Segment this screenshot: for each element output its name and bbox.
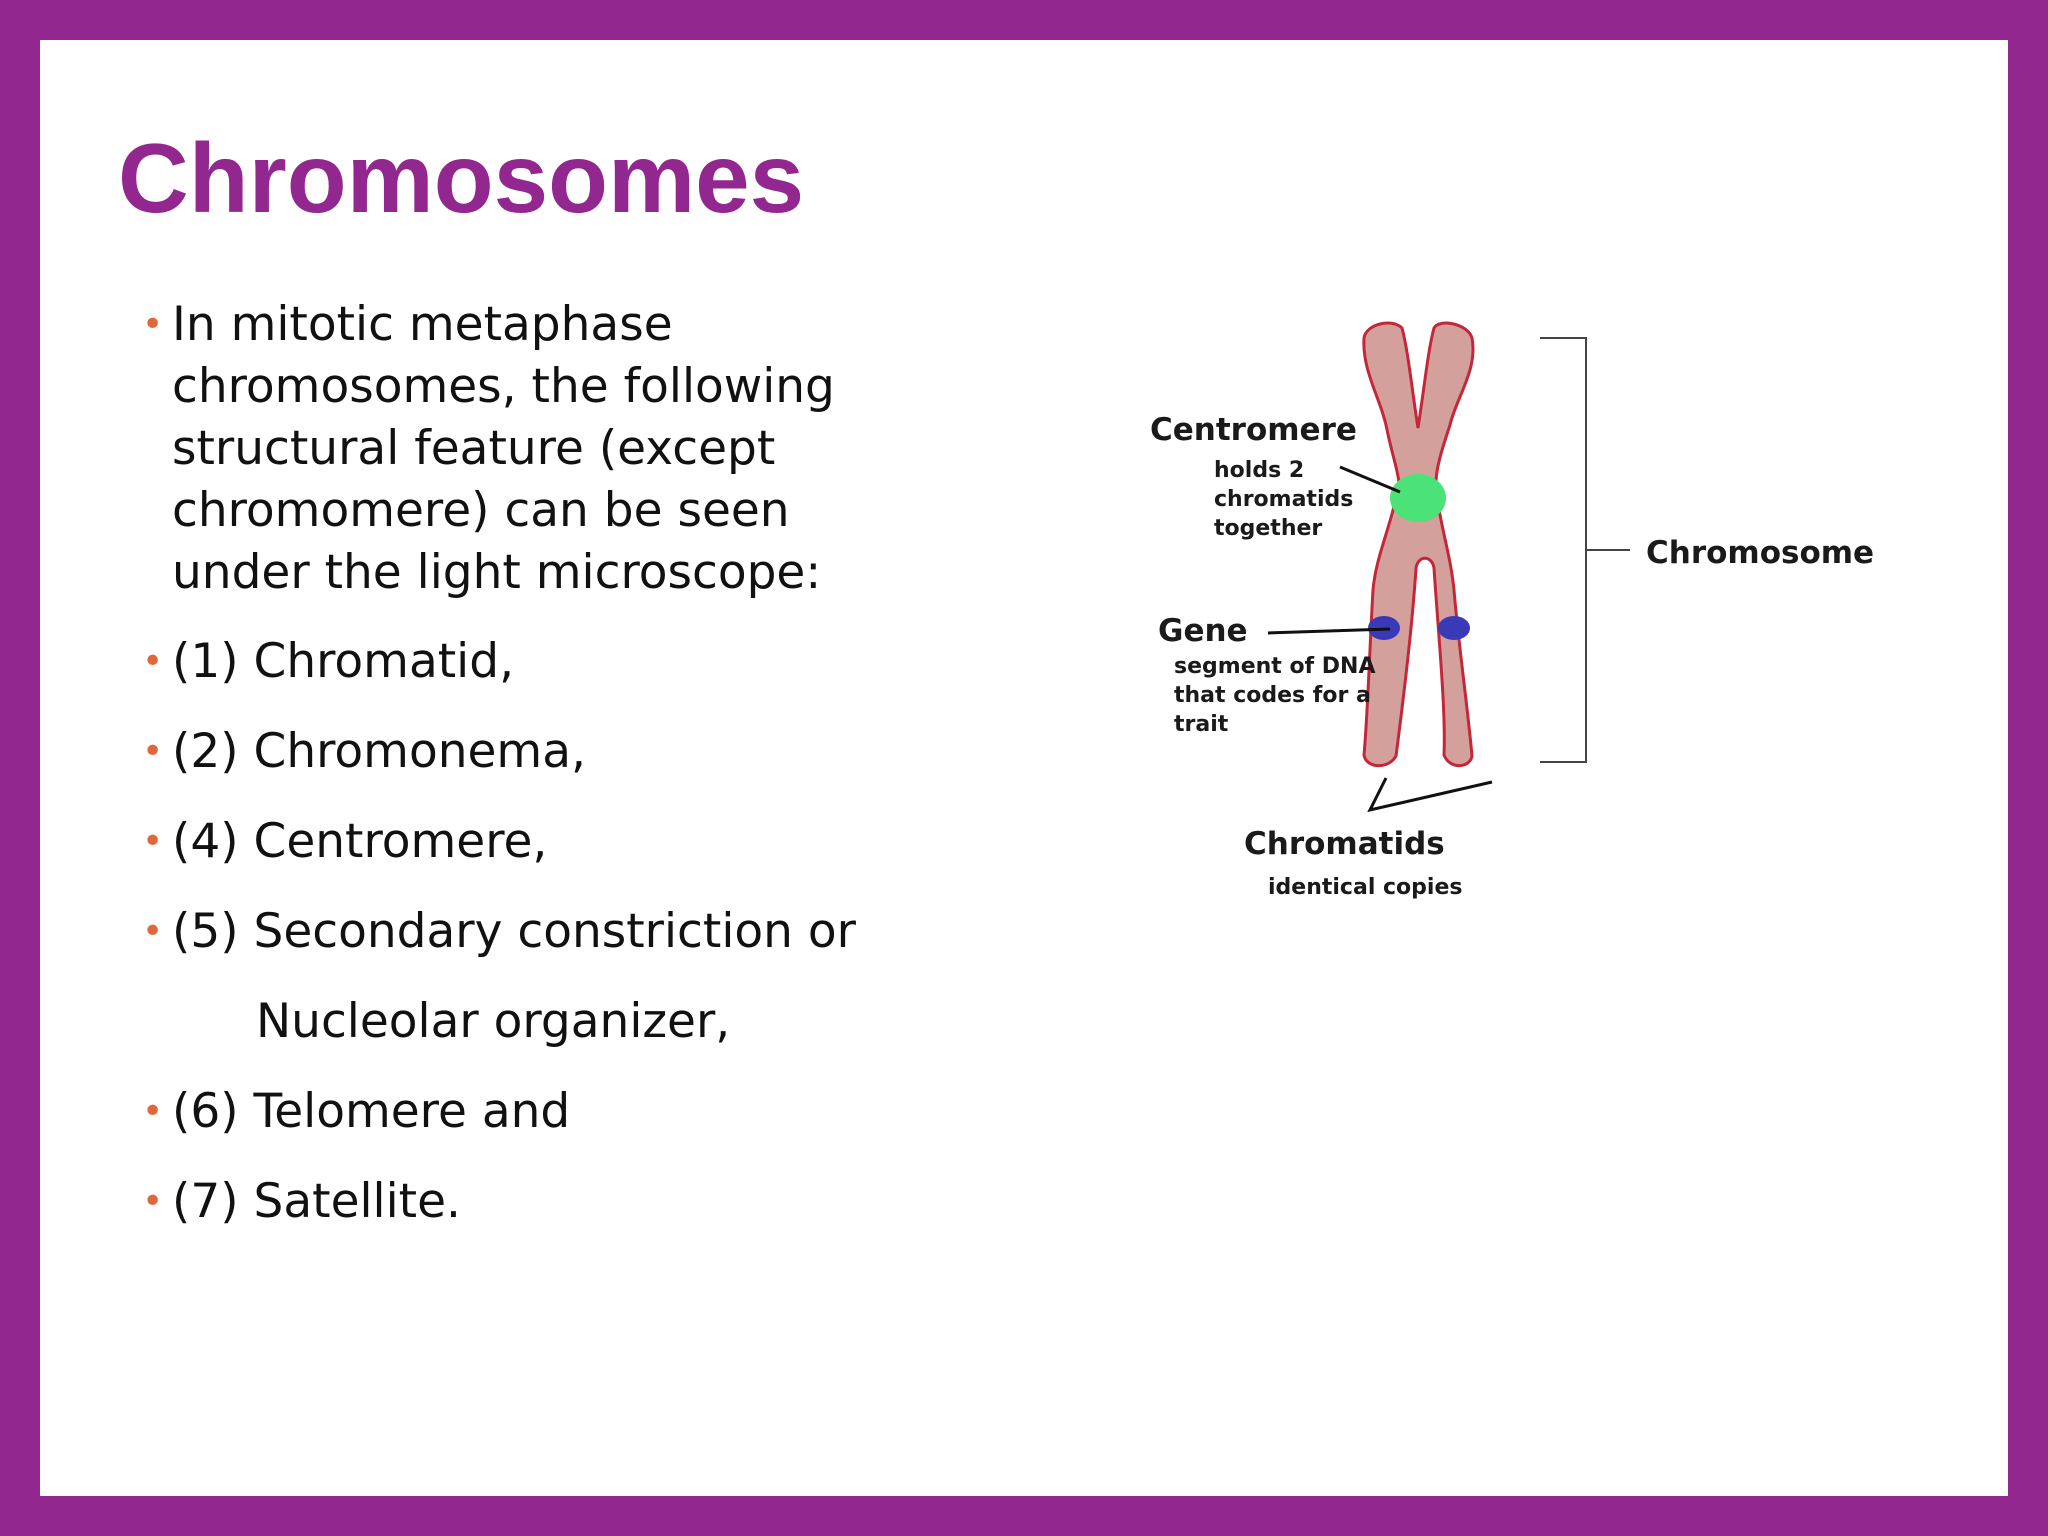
bullet-item: •(1) Chromatid,	[140, 631, 920, 693]
bullet-text: (7) Satellite.	[172, 1174, 461, 1229]
gene-label: Gene	[1158, 613, 1248, 649]
chromosome-diagram: Chromosome Centromere holds 2 chromatids…	[1150, 321, 1874, 900]
centromere-desc-line: together	[1214, 516, 1322, 541]
centromere-blob	[1390, 474, 1446, 522]
bullet-continuation: Nucleolar organizer,	[256, 994, 731, 1049]
bullet-list: •In mitotic metaphase chromosomes, the f…	[140, 294, 920, 1233]
bullet-dot: •	[142, 304, 164, 345]
centromere-desc-line: holds 2	[1214, 458, 1304, 483]
bullet-text: (1) Chromatid,	[172, 634, 515, 689]
bullet-dot: •	[142, 821, 164, 862]
gene-desc-line: that codes for a	[1174, 683, 1371, 708]
bullet-text: (2) Chromonema,	[172, 724, 586, 779]
bullet-dot: •	[142, 641, 164, 682]
slide-title: Chromosomes	[118, 123, 805, 233]
bullet-item: •(4) Centromere,	[140, 811, 920, 873]
chromosome-label: Chromosome	[1646, 535, 1874, 571]
slide: Chromosomes •In mitotic metaphase chromo…	[40, 40, 2008, 1496]
bullet-dot: •	[142, 1181, 164, 1222]
bullet-item: •(2) Chromonema,	[140, 721, 920, 783]
bullet-item: •(6) Telomere and	[140, 1081, 920, 1143]
gene-pointer	[1267, 627, 1391, 635]
centromere-label: Centromere	[1150, 412, 1357, 448]
bullet-text: (6) Telomere and	[172, 1084, 571, 1139]
chromatids-pointer	[1367, 777, 1493, 813]
bullet-dot: •	[142, 1091, 164, 1132]
bullet-text: In mitotic metaphase chromosomes, the fo…	[172, 297, 835, 600]
bullet-text: (4) Centromere,	[172, 814, 548, 869]
bullet-item: •(5) Secondary constriction or	[140, 901, 920, 963]
gene-desc-line: trait	[1174, 712, 1229, 737]
centromere-desc-line: chromatids	[1214, 487, 1353, 512]
chromatids-label: Chromatids	[1244, 826, 1445, 862]
bullet-text: (5) Secondary constriction or	[172, 904, 856, 959]
gene-band-right	[1438, 616, 1470, 640]
centromere-pointer	[1339, 465, 1401, 494]
chromatids-desc: identical copies	[1268, 875, 1462, 900]
bullet-dot: •	[142, 911, 164, 952]
left-chromatid	[1362, 321, 1475, 768]
gene-desc-line: segment of DNA	[1174, 654, 1376, 679]
bullet-dot: •	[142, 731, 164, 772]
bullet-item: •(7) Satellite.	[140, 1171, 920, 1233]
chromosome-bracket	[1540, 337, 1630, 763]
bullet-item: •In mitotic metaphase chromosomes, the f…	[140, 294, 920, 604]
